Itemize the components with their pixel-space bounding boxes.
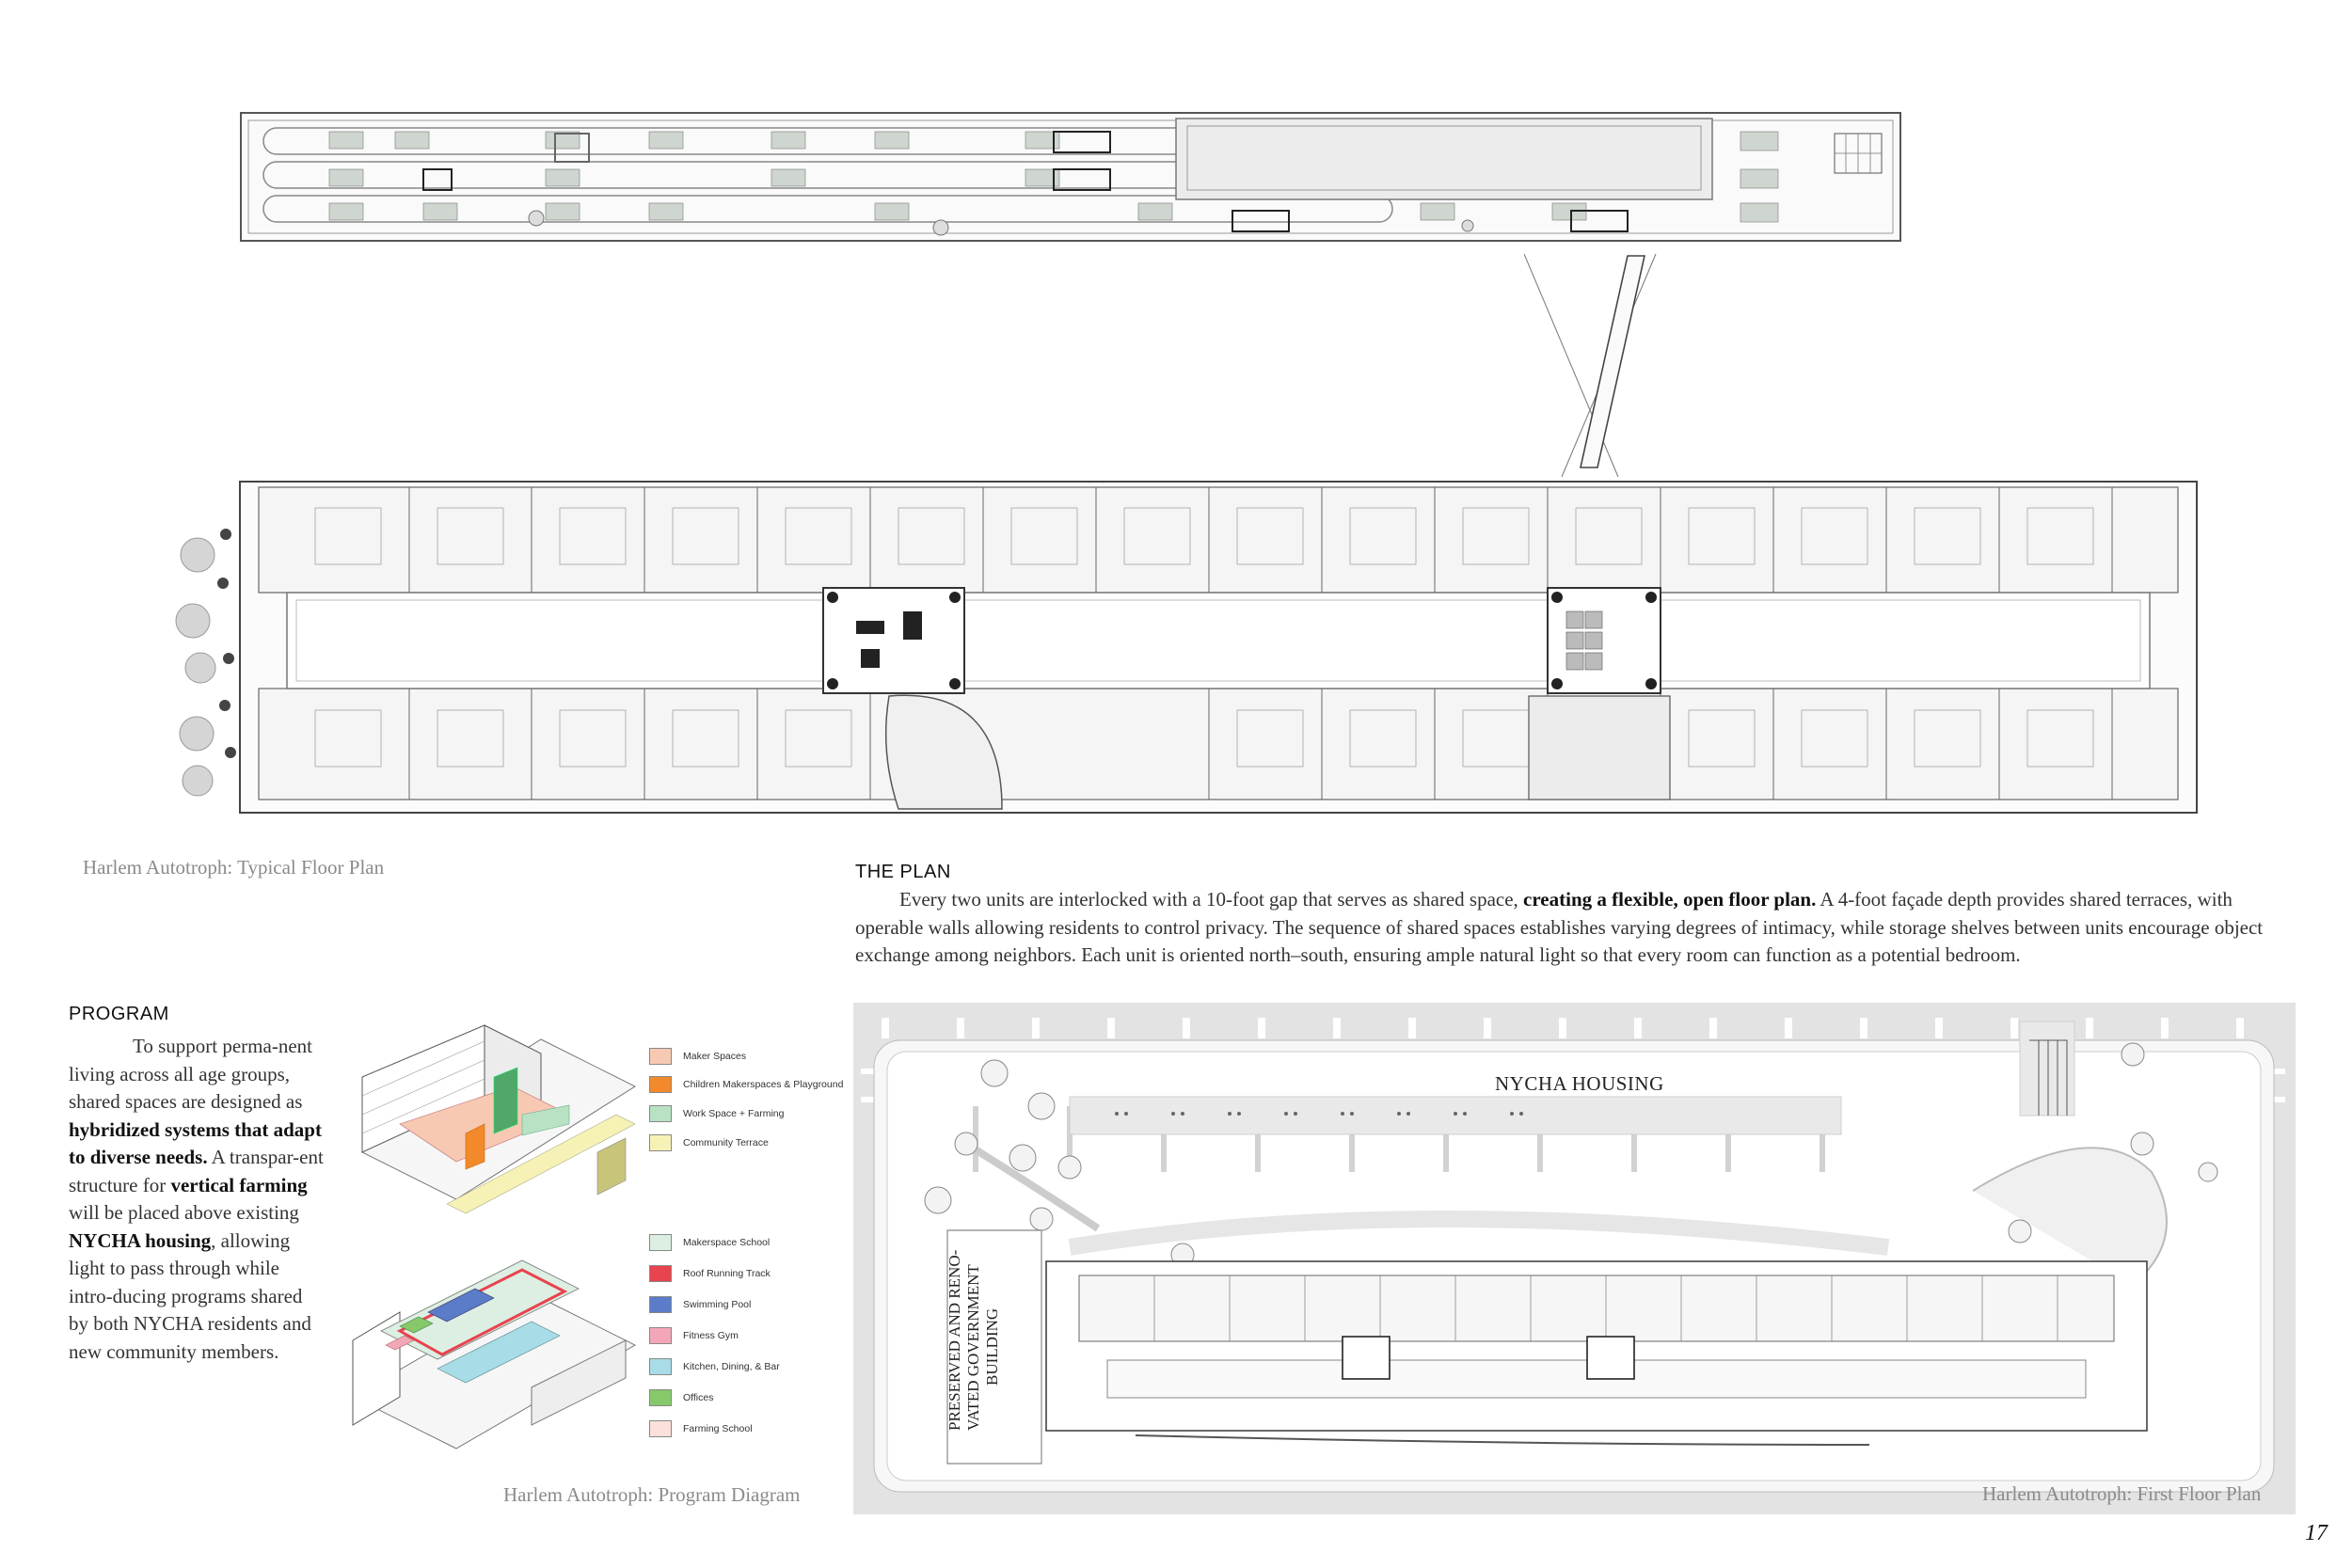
legend-label: Roof Running Track xyxy=(683,1268,771,1279)
plan-text-bold: creating a flexible, open floor plan. xyxy=(1523,888,1817,911)
legend-item-makerspace-school: Makerspace School xyxy=(649,1232,770,1253)
plan-paragraph: Every two units are interlocked with a 1… xyxy=(855,886,2271,970)
legend-label: Maker Spaces xyxy=(683,1051,747,1062)
legend-item-children-makerspaces: Children Makerspaces & Playground xyxy=(649,1074,843,1095)
program-axon-lower xyxy=(343,1256,644,1458)
legend-label: Swimming Pool xyxy=(683,1299,752,1310)
caption-typical-floor-plan: Harlem Autotroph: Typical Floor Plan xyxy=(83,856,385,879)
roof-plan-drawing xyxy=(235,105,1910,246)
legend-item-community-terrace: Community Terrace xyxy=(649,1132,769,1153)
nycha-housing-label: NYCHA HOUSING xyxy=(1495,1072,1664,1095)
legend-swatch xyxy=(649,1420,672,1437)
program-text-1: To support perma-nent living across all … xyxy=(69,1035,312,1113)
program-bold-2: vertical farming xyxy=(170,1173,308,1196)
legend-swatch xyxy=(649,1265,672,1282)
preserved-label-line-3: BUILDING xyxy=(983,1307,1001,1386)
legend-item-swimming-pool: Swimming Pool xyxy=(649,1294,751,1315)
preserved-label-line-2: VATED GOVERNMENT xyxy=(964,1264,982,1431)
program-paragraph: To support perma-nent living across all … xyxy=(69,1033,325,1366)
program-bold-3: NYCHA housing xyxy=(69,1228,212,1252)
plan-text-b: A 4-foot façade depth provides shared te… xyxy=(855,888,2264,966)
legend-label: Offices xyxy=(683,1392,714,1403)
legend-item-work-space-farming: Work Space + Farming xyxy=(649,1103,784,1124)
program-bold-1: hybridized systems that adapt to diverse… xyxy=(69,1117,322,1169)
legend-item-roof-running-track: Roof Running Track xyxy=(649,1263,771,1284)
preserved-label-line-1: PRESERVED AND RENO- xyxy=(946,1249,963,1431)
legend-item-offices: Offices xyxy=(649,1387,713,1408)
first-floor-site-plan: NYCHA HOUSING PRESERVED AND RENO- VATED … xyxy=(853,1003,2296,1514)
caption-program-diagram: Harlem Autotroph: Program Diagram xyxy=(503,1483,801,1506)
program-text-2: A transpar-ent structure for xyxy=(69,1146,324,1196)
legend-swatch xyxy=(649,1327,672,1344)
legend-lower: Makerspace School Roof Running Track Swi… xyxy=(649,1232,866,1449)
legend-swatch xyxy=(649,1234,672,1251)
legend-item-kitchen-dining-bar: Kitchen, Dining, & Bar xyxy=(649,1356,780,1377)
legend-label: Community Terrace xyxy=(683,1137,769,1148)
legend-item-fitness-gym: Fitness Gym xyxy=(649,1325,739,1346)
typical-floor-plan-drawing xyxy=(174,470,2206,823)
legend-label: Farming School xyxy=(683,1423,753,1434)
program-text-3: will be placed above existing xyxy=(69,1201,299,1224)
legend-swatch xyxy=(649,1358,672,1375)
legend-label: Fitness Gym xyxy=(683,1330,739,1341)
legend-label: Children Makerspaces & Playground xyxy=(683,1079,844,1090)
legend-swatch xyxy=(649,1105,672,1122)
program-heading: PROGRAM xyxy=(69,1004,169,1024)
legend-swatch xyxy=(649,1048,672,1065)
legend-swatch xyxy=(649,1296,672,1313)
connector-bridge-drawing xyxy=(1524,246,1665,482)
legend-swatch xyxy=(649,1076,672,1093)
legend-label: Makerspace School xyxy=(683,1237,771,1248)
legend-label: Kitchen, Dining, & Bar xyxy=(683,1361,780,1372)
legend-swatch xyxy=(649,1389,672,1406)
program-text-4: , allowing light to pass through while i… xyxy=(69,1228,311,1363)
program-axon-upper xyxy=(353,1021,644,1227)
legend-upper: Maker Spaces Children Makerspaces & Play… xyxy=(649,1046,866,1159)
legend-label: Work Space + Farming xyxy=(683,1108,785,1119)
legend-item-farming-school: Farming School xyxy=(649,1418,753,1439)
caption-first-floor-plan: Harlem Autotroph: First Floor Plan xyxy=(1982,1482,2262,1505)
preserved-building-label: PRESERVED AND RENO- VATED GOVERNMENT BUI… xyxy=(946,1250,1002,1431)
plan-text-a: Every two units are interlocked with a 1… xyxy=(899,888,1524,911)
plan-heading: THE PLAN xyxy=(855,862,951,882)
page-number: 17 xyxy=(2305,1521,2328,1545)
legend-item-maker-spaces: Maker Spaces xyxy=(649,1046,746,1067)
legend-swatch xyxy=(649,1134,672,1151)
